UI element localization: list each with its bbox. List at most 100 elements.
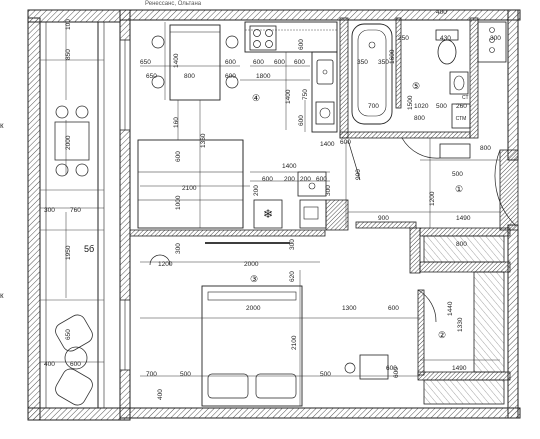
dimension-r-2100: 2100 <box>291 335 298 350</box>
dimension-b-650: 650 <box>65 329 72 340</box>
room-3-label: ③ <box>250 274 258 284</box>
bed-icon <box>201 285 303 407</box>
toilet-icon <box>435 29 459 65</box>
room-1-label: ① <box>455 184 463 194</box>
dimension-k-1800: 1800 <box>256 73 271 80</box>
dimension-k-600f: 600 <box>340 139 351 146</box>
dimension-r-600c: 600 <box>393 367 400 378</box>
sofa-icon <box>137 139 244 229</box>
dimension-r-500: 500 <box>180 371 191 378</box>
dimension-k-260: 260 <box>456 103 467 110</box>
dimension-k-800c: 800 <box>480 145 491 152</box>
dimension-r-400: 400 <box>157 389 164 400</box>
dimension-b-600: 600 <box>70 361 81 368</box>
balcony-label: 5б <box>84 244 94 254</box>
dimension-k-1490a: 1490 <box>456 215 471 222</box>
dimension-k-600d: 600 <box>274 59 285 66</box>
bathroom-area: СТМ ⑤ <box>351 21 507 159</box>
washer-label: СТ <box>462 95 469 101</box>
dimension-k-600a: 600 <box>225 59 236 66</box>
dimension-k-200c: 200 <box>300 176 311 183</box>
dimension-b-760: 760 <box>70 207 81 214</box>
dimension-k-1200a: 1200 <box>429 191 436 206</box>
dimension-r-700: 700 <box>146 371 157 378</box>
dimension-k-600h: 600 <box>316 176 327 183</box>
dimension-k-500b: 500 <box>452 171 463 178</box>
dimension-k-2000: 2000 <box>65 135 72 150</box>
dimension-k-1600: 1600 <box>389 49 396 64</box>
dimension-k-500: 500 <box>436 103 447 110</box>
fridge-icon: ❄ <box>253 199 283 229</box>
dimension-r-2000: 2000 <box>244 261 259 268</box>
microwave-icon <box>299 199 327 229</box>
side-mark-left-upper: к <box>0 121 4 130</box>
dimension-k-430: 430 <box>440 35 451 42</box>
dimension-k-1400c: 1400 <box>282 163 297 170</box>
room-5-label: ⑤ <box>412 81 420 91</box>
exterior-walls <box>119 9 521 421</box>
dimension-k-100: 100 <box>65 19 72 30</box>
dimension-k-600g: 600 <box>262 176 273 183</box>
dimension-top-250: 250 <box>398 35 409 42</box>
desk-icon <box>359 354 389 380</box>
stool-icon <box>344 362 356 374</box>
dimension-k-2100: 2100 <box>182 185 197 192</box>
dimension-r-1330: 1330 <box>457 317 464 332</box>
bedroom-area: ③ <box>149 242 389 407</box>
dimension-k-800b: 800 <box>414 115 425 122</box>
dimension-k-900a: 900 <box>378 215 389 222</box>
dimension-k-1400b: 1400 <box>320 141 335 148</box>
dimension-k-900b: 900 <box>355 169 362 180</box>
dimension-r-600b: 600 <box>386 365 397 372</box>
dimension-b-1950: 1950 <box>65 245 72 260</box>
dimension-b-400: 400 <box>44 361 55 368</box>
dimension-b-300: 300 <box>44 207 55 214</box>
dimension-r-2000b: 2000 <box>246 305 261 312</box>
dimension-k-1020: 1020 <box>414 103 429 110</box>
dimension-k-1360: 1360 <box>200 133 207 148</box>
wc-cabinet-icon <box>477 21 507 63</box>
dimension-k-650b: 650 <box>146 73 157 80</box>
kitchen-sink-icon <box>316 59 334 85</box>
dimension-lines <box>40 22 500 406</box>
dimension-r-300: 300 <box>175 243 182 254</box>
kitchen-area: ❄ ④ <box>137 21 338 229</box>
dimension-k-750: 750 <box>302 89 309 100</box>
dimension-r-620: 620 <box>289 271 296 282</box>
dimension-k-850: 850 <box>65 49 72 60</box>
dimension-r-500b: 500 <box>320 371 331 378</box>
hall-area: ① <box>347 139 516 226</box>
bathtub-icon <box>351 23 393 125</box>
svg-text:СТМ: СТМ <box>456 116 467 122</box>
dimension-k-1400: 1400 <box>173 53 180 68</box>
dimension-top-300: 300 <box>490 35 501 42</box>
dimension-top-400: 400 <box>436 9 447 16</box>
dimension-k-600c: 600 <box>253 59 264 66</box>
svg-text:❄: ❄ <box>263 207 273 221</box>
washer-icon: СТМ <box>451 103 471 129</box>
room-4-label: ④ <box>252 93 260 103</box>
dimension-k-600i: 600 <box>175 151 182 162</box>
plan-title-fragment: Ренессанс, Ольтана <box>145 1 202 7</box>
dimension-k-350b: 350 <box>378 59 389 66</box>
dimension-k-1500: 1500 <box>407 95 414 110</box>
dimension-k-600b: 600 <box>298 39 305 50</box>
dimension-k-600a: 600 <box>298 115 305 126</box>
room-2-label: ② <box>438 330 446 340</box>
dimension-k-200: 200 <box>253 185 260 196</box>
dishwasher-icon <box>315 101 335 125</box>
dimension-r-1490: 1490 <box>452 365 467 372</box>
wardrobe-area: ② <box>417 235 505 405</box>
dimension-k-200b: 200 <box>284 176 295 183</box>
dimension-r-800: 800 <box>456 241 467 248</box>
balcony: 5б <box>27 9 121 421</box>
dimension-labels: 400 250 300 650 650 800 600 600 1800 600… <box>44 9 501 400</box>
dimension-k-1000: 1000 <box>175 195 182 210</box>
dimension-r-600: 600 <box>388 305 399 312</box>
hob-icon <box>249 25 277 51</box>
dimension-k-600b: 600 <box>225 73 236 80</box>
dimension-r-1440: 1440 <box>447 301 454 316</box>
dimension-k-160: 160 <box>173 117 180 128</box>
dimension-k-600e: 600 <box>294 59 305 66</box>
